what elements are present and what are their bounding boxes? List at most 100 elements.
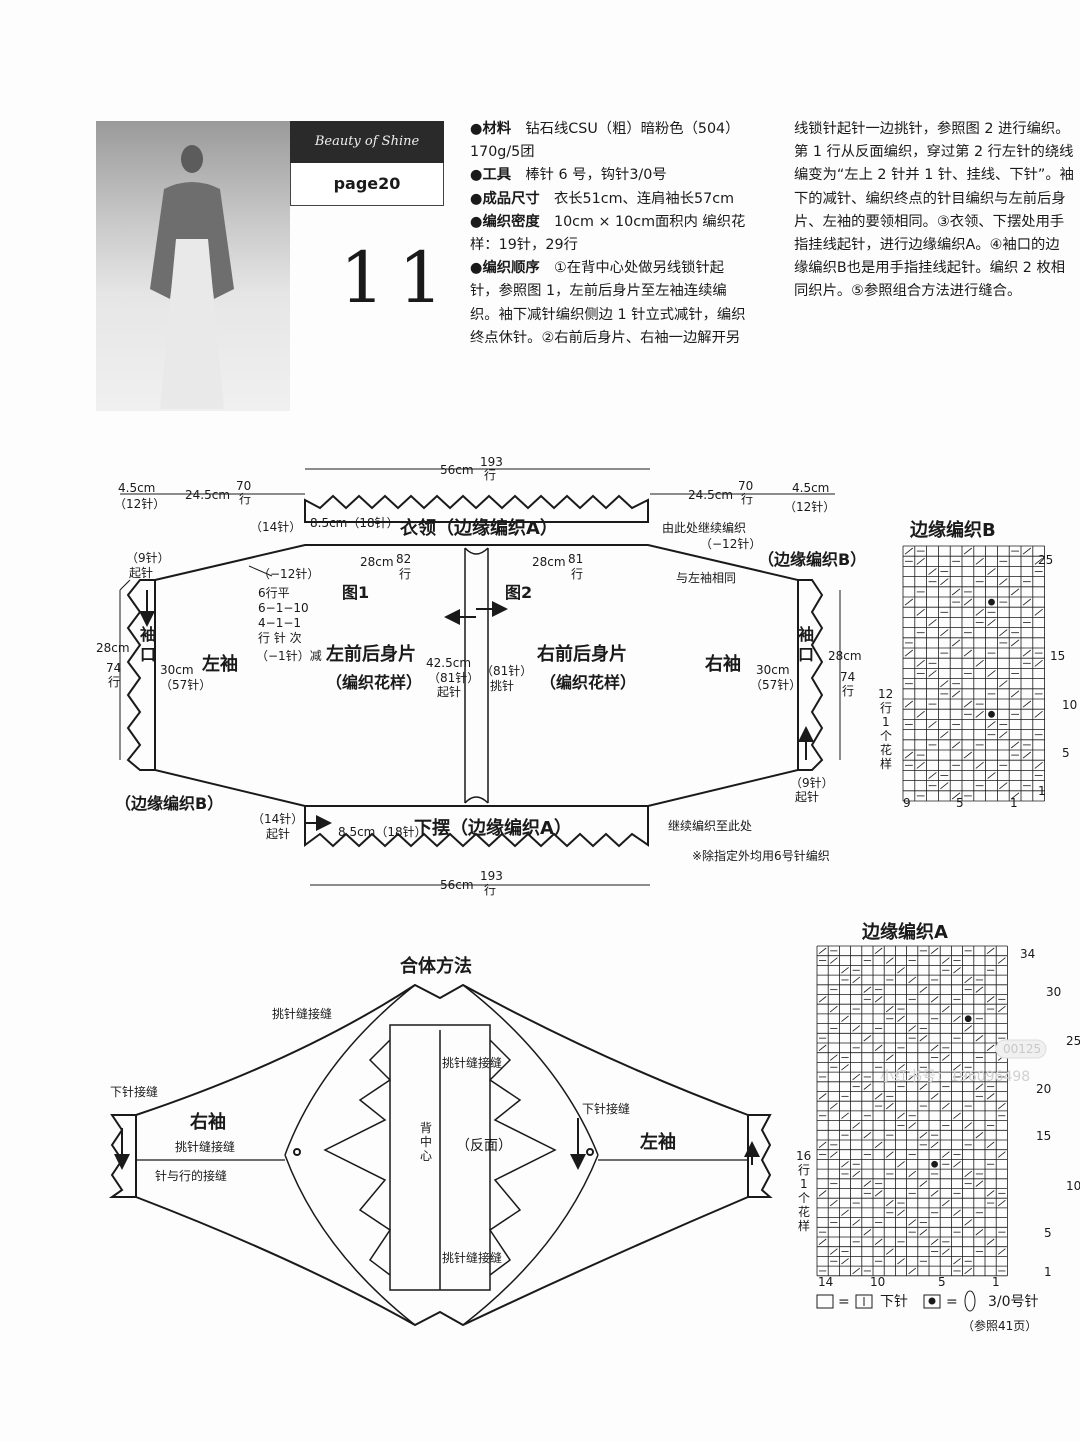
chart-symbol <box>863 1034 872 1042</box>
right-sleeve-label: 右袖 <box>705 653 741 675</box>
chart-symbol <box>852 1073 861 1081</box>
svg-text:个: 个 <box>880 729 892 743</box>
chart-symbol <box>908 1219 917 1226</box>
svg-text:（14针）: （14针） <box>250 519 301 534</box>
chart-symbol <box>904 547 914 555</box>
chart-symbol <box>940 782 949 790</box>
svg-text:花: 花 <box>798 1204 810 1219</box>
svg-text:12: 12 <box>878 687 893 701</box>
chart-symbol <box>999 731 1008 739</box>
svg-text:行: 行 <box>842 684 854 698</box>
chart-symbol <box>999 578 1008 586</box>
chart-symbol <box>818 1141 827 1149</box>
chart-symbol <box>919 1034 928 1042</box>
chart-symbol <box>928 772 937 779</box>
model-photo <box>96 121 290 411</box>
chart-bobble <box>964 1015 972 1023</box>
chart-symbol <box>897 1209 905 1216</box>
svg-text:8.5cm（18针）: 8.5cm（18针） <box>338 824 427 839</box>
svg-text:81: 81 <box>568 552 583 566</box>
chart-symbol <box>963 547 973 555</box>
chart-symbol <box>975 761 984 769</box>
chart-symbol <box>916 557 925 565</box>
chart-symbol <box>818 947 827 955</box>
svg-text:由此处继续编织: 由此处继续编织 <box>662 520 746 535</box>
chart-symbol <box>975 1228 984 1236</box>
svg-text:样: 样 <box>798 1218 810 1233</box>
chart-symbol <box>941 957 950 964</box>
svg-text:（9针）: （9针） <box>126 550 170 565</box>
svg-text:3/0号针: 3/0号针 <box>988 1294 1039 1310</box>
chart-symbol <box>885 1054 894 1061</box>
svg-text:（编织花样）: （编织花样） <box>326 673 422 692</box>
chart-symbol <box>928 670 937 677</box>
chart-symbol <box>885 1151 894 1158</box>
chart-symbol <box>963 700 973 708</box>
chart-symbol <box>986 947 995 955</box>
chart-symbol <box>829 1102 838 1110</box>
right-cuff-width: 4.5cm <box>792 481 829 495</box>
edge-chart-b: 边缘编织B 12 行 1 个 花 样 9 5 1 25 15 10 5 1 <box>878 519 1077 810</box>
instruction-line: ●工具 棒针 6 号，钩针3/0号 <box>470 167 667 184</box>
svg-text:28cm: 28cm <box>532 555 566 569</box>
right-edge-b-label: （边缘编织B） <box>758 550 866 569</box>
chart-symbol <box>841 1015 849 1022</box>
hem-band <box>304 805 649 848</box>
chart-symbol <box>885 1199 894 1207</box>
chart-symbol <box>975 986 984 993</box>
svg-text:=: = <box>946 1294 958 1310</box>
svg-text:行: 行 <box>798 1163 810 1177</box>
chart-symbol <box>975 608 984 616</box>
svg-text:起针: 起针 <box>129 565 153 580</box>
chart-symbol <box>1010 792 1020 800</box>
chart-symbol <box>930 947 939 955</box>
chart-symbol <box>897 1161 905 1168</box>
chart-symbol <box>951 690 961 698</box>
svg-text:15: 15 <box>1050 649 1065 663</box>
right-body-label: 右前后身片 <box>537 643 627 665</box>
chart-symbol <box>941 1248 950 1255</box>
chart-symbol <box>1034 710 1043 718</box>
chart-symbol <box>1034 557 1043 565</box>
instruction-line: ●编织密度 10cm × 10cm面积内 编织花 <box>470 213 746 230</box>
chart-symbol <box>841 1161 849 1168</box>
chart-symbol <box>904 751 914 759</box>
svg-text:56cm: 56cm <box>440 878 474 892</box>
svg-text:（−1针）减: （−1针）减 <box>256 648 322 663</box>
chart-symbol <box>908 1073 917 1081</box>
svg-text:70: 70 <box>236 479 251 493</box>
chart-symbol <box>951 792 961 800</box>
chart-symbol <box>1034 608 1043 616</box>
chart-symbol <box>908 976 917 984</box>
chart-symbol <box>904 649 914 657</box>
figure-1-label: 图1 <box>342 583 369 602</box>
chart-symbol <box>829 1054 838 1061</box>
chart-symbol <box>953 1209 961 1216</box>
chart-symbol <box>874 1190 883 1197</box>
svg-text:行: 行 <box>484 468 496 482</box>
svg-text:行: 行 <box>399 567 411 581</box>
magazine-banner: Beauty of Shine <box>290 121 444 163</box>
svg-text:挑针缝接缝: 挑针缝接缝 <box>272 1006 332 1021</box>
svg-text:背: 背 <box>420 1121 432 1135</box>
chart-symbol <box>818 996 827 1003</box>
chart-symbol <box>975 1083 984 1090</box>
chart-symbol <box>964 1267 973 1275</box>
chart-symbol <box>919 1228 928 1236</box>
chart-symbol <box>885 1248 894 1255</box>
chart-symbol <box>829 957 838 964</box>
chart-symbol <box>941 1054 950 1061</box>
chart-symbol <box>975 1180 984 1187</box>
svg-text:34: 34 <box>1020 947 1035 961</box>
pattern-number: 11 <box>340 237 458 319</box>
chart-symbol <box>930 1044 939 1052</box>
chart-symbol <box>940 629 949 637</box>
svg-text:（14针）: （14针） <box>252 811 303 826</box>
chart-symbol <box>953 1064 961 1071</box>
chart-symbol <box>818 1238 827 1246</box>
chart-symbol <box>987 772 996 779</box>
assembly-outline <box>135 983 749 1327</box>
svg-text:70: 70 <box>738 479 753 493</box>
chart-symbol <box>1010 741 1020 749</box>
chart-symbol <box>829 1199 838 1207</box>
